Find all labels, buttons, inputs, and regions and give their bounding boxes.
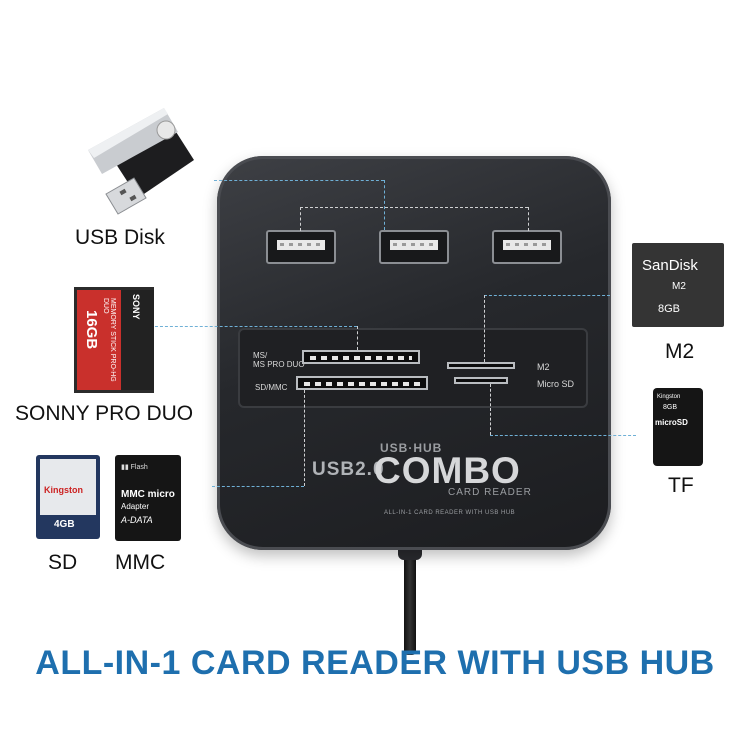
label-m2: M2 [665,340,695,363]
label-usb-disk: USB Disk [75,226,165,249]
usb-hub-text: USB·HUB [380,441,443,455]
usb-port-1 [266,230,336,264]
mmc-maker-text: A-DATA [121,515,153,525]
microsd-slot [454,377,508,384]
tf-brand-text: Kingston [657,394,681,400]
connector-line-ms [150,326,357,327]
connector-line-sd [212,486,304,487]
connector-line-m2-drop [484,295,485,362]
mmc-brand-small: ▮▮ Flash [121,464,148,471]
slot-label-m2: M2 [537,362,550,372]
connector-line-usb-left [300,207,301,231]
label-tf: TF [668,474,694,497]
sd-mmc-slot [296,376,428,390]
card-reader-text: CARD READER [448,487,532,498]
label-sony-pro-duo: SONNY PRO DUO [15,402,194,425]
slot-label-ms: MS/ [253,351,268,360]
connector-line-ms-drop [357,326,358,350]
sd-capacity-text: 4GB [54,519,75,530]
label-mmc: MMC [115,551,166,574]
tf-capacity-text: 8GB [663,404,678,411]
connector-line-tf [490,435,636,436]
connector-line-usb-bar [300,207,528,208]
mmc-brand-text: MMC micro [121,489,175,500]
connector-line-usb-right [528,207,529,231]
m2-capacity-text: 8GB [658,303,681,315]
usb-port-2 [379,230,449,264]
all-in-one-small-text: ALL-IN-1 CARD READER WITH USB HUB [384,510,516,516]
slot-label-ms-pro-duo: MS PRO DUO [253,360,305,369]
connector-line-usb-drop [384,180,385,230]
sony-capacity-text: 16GB [83,310,100,350]
usb-port-3 [492,230,562,264]
usb-version-text: USB2.0 [312,459,385,480]
usb-cable [404,545,416,655]
connector-line-sd-up [304,390,305,486]
m2-brand-text: SanDisk [642,257,698,274]
tf-type-text: microSD [655,418,688,427]
card-slot-panel [238,328,588,408]
slot-label-sd-mmc: SD/MMC [255,383,288,392]
headline: ALL-IN-1 CARD READER WITH USB HUB [35,644,715,682]
tf-card-image: Kingston 8GB microSD [653,388,703,466]
connector-line-usb [214,180,384,181]
m2-type-text: M2 [672,281,686,292]
m2-slot [447,362,515,369]
sd-card-image: Kingston 4GB [36,455,100,539]
connector-line-m2 [484,295,610,296]
sony-brand-text: SONY [131,294,141,320]
connector-line-tf-up [490,384,491,435]
slot-label-microsd: Micro SD [537,379,575,389]
sony-pro-duo-card-image: 16GB MEMORY STICK PRO-HG DUO SONY [74,287,154,393]
label-sd: SD [48,551,78,574]
ms-pro-duo-slot [302,350,420,364]
sd-brand-text: Kingston [44,485,83,495]
m2-card-image: SanDisk M2 8GB [632,243,724,327]
sony-desc-text: MEMORY STICK PRO-HG DUO [102,298,116,382]
mmc-card-image: ▮▮ Flash MMC micro Adapter A-DATA [115,455,181,541]
mmc-sub-text: Adapter [121,502,150,511]
combo-logo-text: COMBO [374,450,521,491]
usb-disk-image [88,108,194,215]
